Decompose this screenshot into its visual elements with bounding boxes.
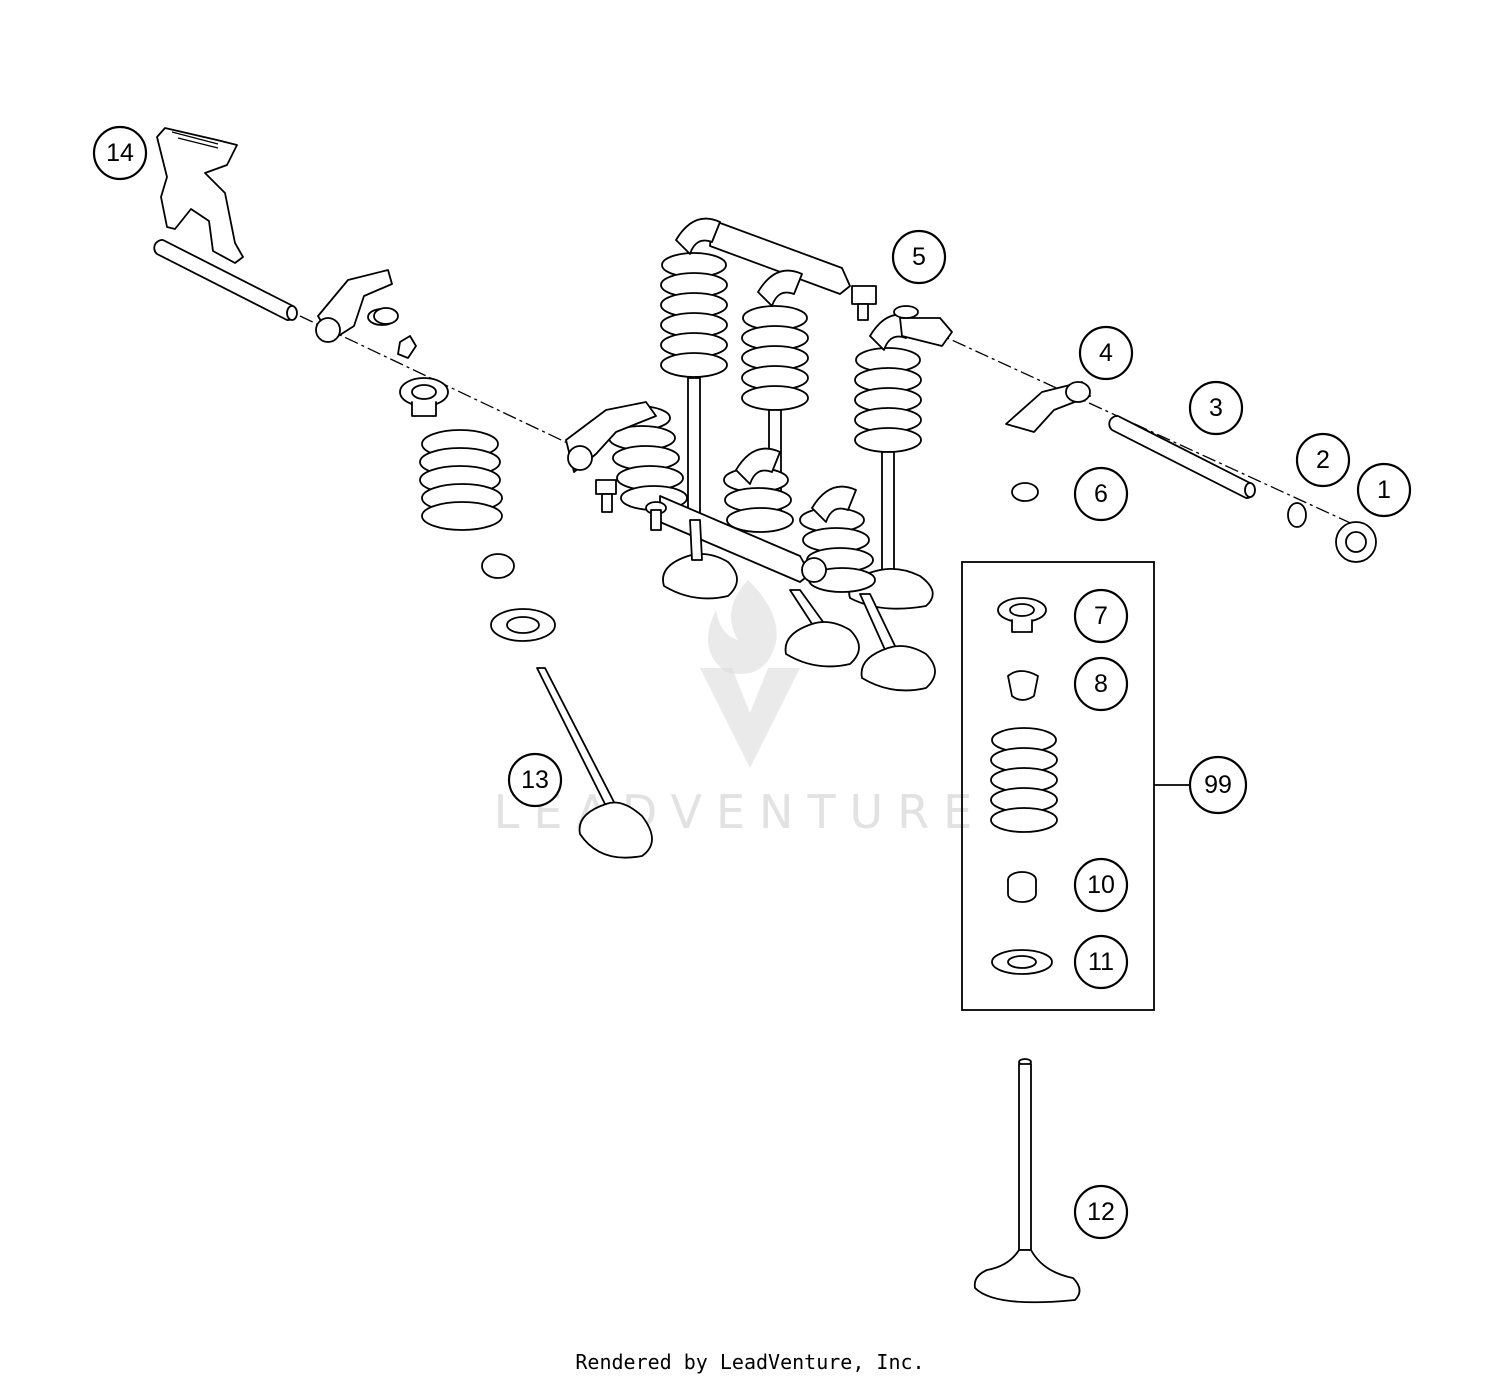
rocker-bracket-part [156,127,244,264]
svg-text:11: 11 [1088,948,1114,976]
callout-3[interactable]: 3 [1188,380,1244,436]
svg-text:12: 12 [1087,1198,1115,1226]
rocker-arm-right-part [1005,381,1091,433]
intake-valve-part [973,1058,1081,1304]
svg-text:8: 8 [1094,670,1108,698]
valve-stem-seal-part [1007,871,1037,903]
svg-text:2: 2 [1316,446,1330,474]
rocker-arm-left-part [315,269,417,359]
svg-text:7: 7 [1094,602,1108,630]
callout-5[interactable]: 5 [891,229,947,285]
footer-credit: Rendered by LeadVenture, Inc. [575,1350,925,1374]
callout-11[interactable]: 11 [1073,934,1129,990]
svg-text:13: 13 [521,766,549,794]
callout-14[interactable]: 14 [92,125,148,181]
svg-text:99: 99 [1204,771,1232,799]
spring-washer-part [991,949,1053,975]
left-valve-assembly [399,377,653,859]
rocker-shaft-left-part [153,239,298,321]
valve-cotter-part [1007,670,1039,701]
callout-1[interactable]: 1 [1356,462,1412,518]
callout-10[interactable]: 10 [1073,857,1129,913]
center-valve-cluster [565,217,953,692]
shim-part [1011,482,1039,502]
valve-spring-part [990,727,1058,833]
svg-text:1: 1 [1377,476,1391,504]
callout-7[interactable]: 7 [1073,588,1129,644]
rocker-shaft-right-part [1108,415,1256,499]
watermark-text: LEADVENTURE [494,785,987,839]
svg-text:3: 3 [1209,394,1223,422]
screw-plug-part [1335,521,1377,563]
o-ring-part [1287,502,1307,528]
callout-4[interactable]: 4 [1078,325,1134,381]
svg-text:6: 6 [1094,480,1108,508]
right-axis-line [929,329,1371,533]
callout-6[interactable]: 6 [1073,466,1129,522]
callout-99[interactable]: 99 [1188,755,1248,815]
valve-kit-box [961,561,1190,1011]
svg-text:4: 4 [1099,339,1113,367]
valve-spring-retainer-part [997,597,1047,633]
callout-13[interactable]: 13 [507,752,563,808]
callout-2[interactable]: 2 [1295,432,1351,488]
callout-8[interactable]: 8 [1073,656,1129,712]
watermark: LEADVENTURE [494,580,987,839]
svg-text:14: 14 [106,139,134,167]
svg-text:5: 5 [912,243,926,271]
svg-text:10: 10 [1087,871,1115,899]
callout-12[interactable]: 12 [1073,1184,1129,1240]
